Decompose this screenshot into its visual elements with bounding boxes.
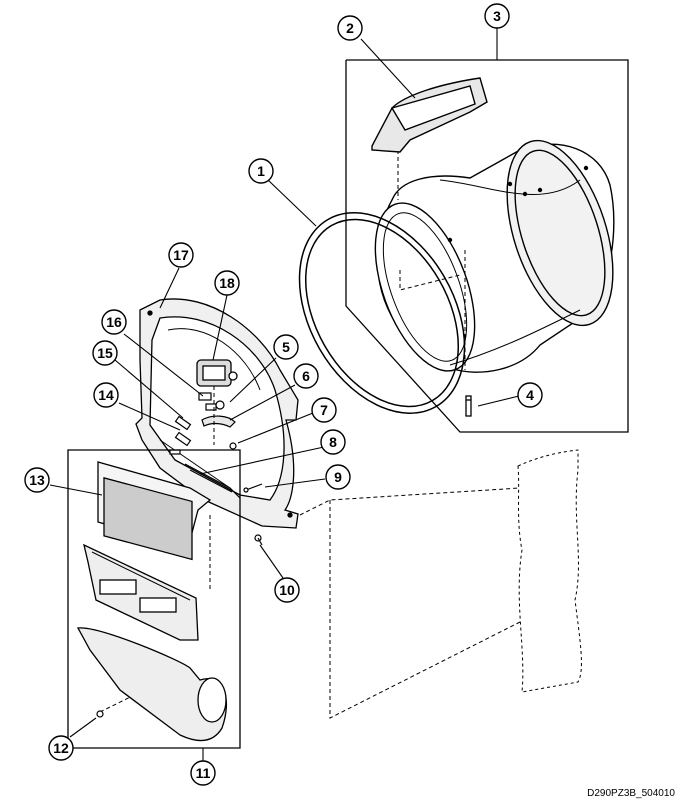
callout-2: 2 (346, 20, 354, 36)
callout-5: 5 (282, 339, 290, 355)
callout-3-circle (484, 3, 510, 29)
callout-18-circle (214, 270, 240, 296)
callout-8-circle (320, 429, 346, 455)
callout-12: 12 (53, 740, 69, 756)
reference-code: D290PZ3B_504010 (587, 788, 675, 799)
callout-15-circle (92, 340, 118, 366)
sensor-strip (184, 463, 241, 499)
lower-lint-duct (76, 627, 228, 742)
leader-lines (49, 28, 520, 761)
callout-4: 4 (526, 387, 534, 403)
callout-11-circle (190, 760, 216, 786)
callout-8: 8 (329, 434, 337, 450)
light-lens (201, 415, 236, 428)
screw-9 (243, 483, 263, 493)
drum (374, 139, 615, 373)
callout-17: 17 (173, 247, 189, 263)
callout-1: 1 (257, 163, 265, 179)
callout-14: 14 (98, 387, 114, 403)
callout-10: 10 (279, 582, 295, 598)
thermistor-clip (174, 415, 192, 431)
cabinet-panel-outline (517, 449, 582, 693)
callout-14-circle (93, 382, 119, 408)
screw-7 (229, 442, 237, 450)
callout-6: 6 (302, 368, 310, 384)
callout-5-circle (273, 334, 299, 360)
callout-11: 11 (196, 765, 211, 781)
callout-10-circle (274, 577, 300, 603)
thermostat (196, 359, 238, 387)
drum-group-frame (345, 59, 629, 433)
callout-9-circle (325, 464, 351, 490)
callout-1-circle (248, 158, 274, 184)
callout-16: 16 (106, 314, 122, 330)
callout-2-circle (337, 15, 363, 41)
callout-bubbles (24, 3, 543, 786)
drum-baffle (371, 77, 488, 153)
callout-3: 3 (493, 8, 501, 24)
callout-7: 7 (320, 402, 328, 418)
callout-18: 18 (219, 275, 235, 291)
callout-4-circle (517, 382, 543, 408)
callout-13: 13 (29, 472, 45, 488)
callout-6-circle (293, 363, 319, 389)
callout-16-circle (101, 309, 127, 335)
light-socket (215, 400, 225, 410)
callout-12-circle (48, 735, 74, 761)
lint-duct (83, 543, 199, 641)
callout-13-circle (24, 467, 50, 493)
lint-group-frame (67, 449, 241, 749)
screw-12 (96, 710, 104, 718)
callout-17-circle (168, 242, 194, 268)
lint-screen (97, 461, 212, 561)
drum-screw (465, 395, 472, 417)
callout-9: 9 (334, 469, 342, 485)
callout-15: 15 (97, 345, 113, 361)
callout-7-circle (311, 397, 337, 423)
screw-10 (254, 534, 263, 546)
drum-seal (298, 212, 466, 414)
